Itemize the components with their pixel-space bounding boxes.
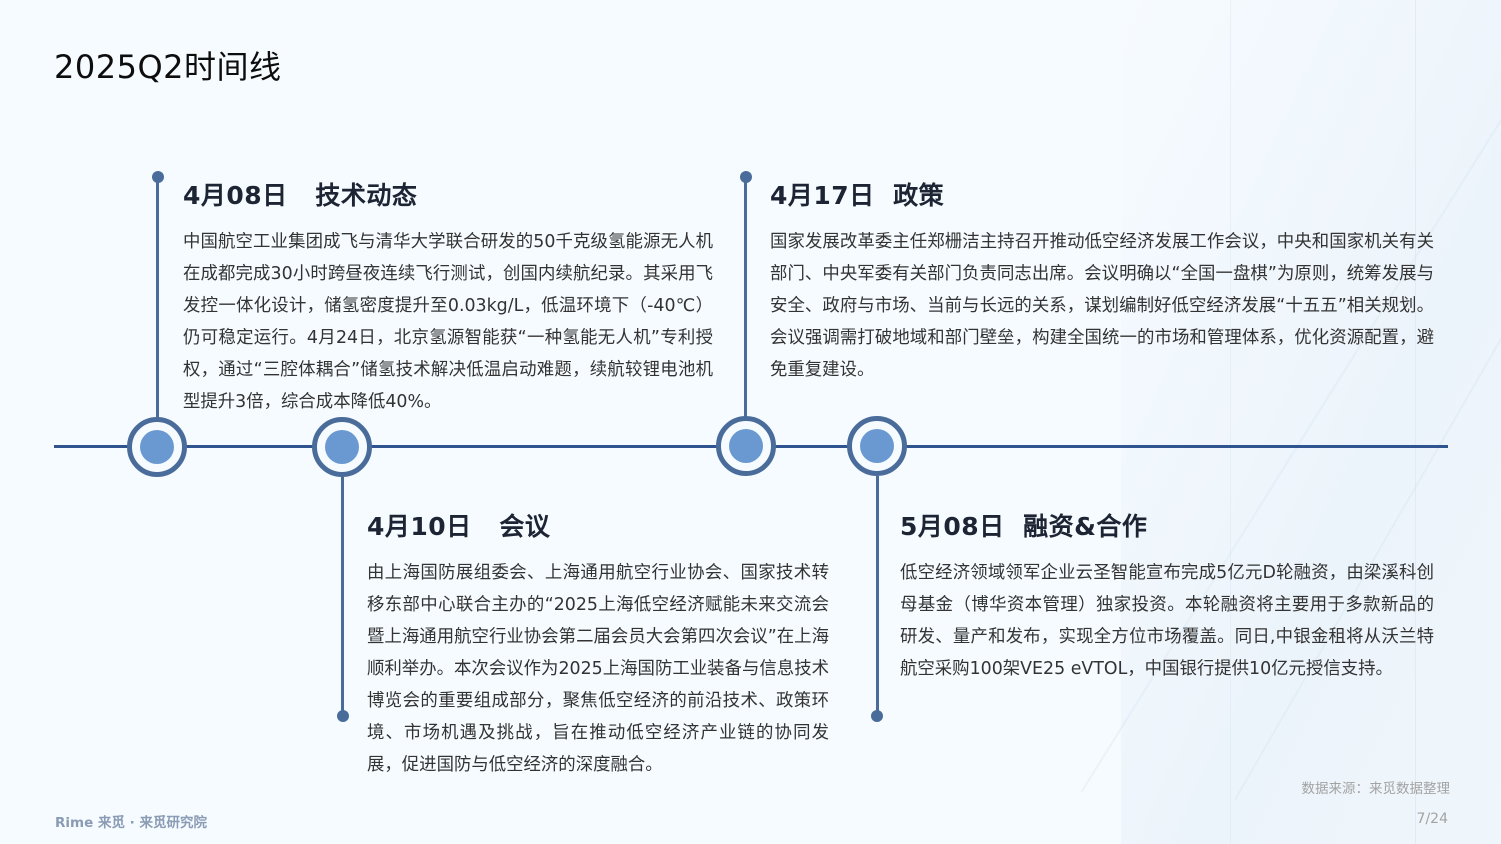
- timeline-event-2: 4月10日 会议 由上海国防展组委会、上海通用航空行业协会、国家技术转移东部中心…: [367, 507, 829, 781]
- timeline-node-4: [847, 416, 907, 476]
- brand-logo: Rime 来觅 · 来觅研究院: [55, 815, 207, 831]
- event-date: 4月08日: [183, 181, 288, 210]
- event-heading: 5月08日 融资&合作: [900, 507, 1434, 543]
- event-description: 国家发展改革委主任郑栅洁主持召开推动低空经济发展工作会议，中央和国家机关有关部门…: [770, 232, 1434, 380]
- timeline-node-2: [312, 417, 372, 477]
- timeline-node-3: [716, 416, 776, 476]
- event-description: 由上海国防展组委会、上海通用航空行业协会、国家技术转移东部中心联合主办的“202…: [367, 563, 829, 775]
- event-description: 中国航空工业集团成飞与清华大学联合研发的50千克级氢能源无人机在成都完成30小时…: [183, 232, 713, 412]
- timeline-event-4: 5月08日 融资&合作 低空经济领域领军企业云圣智能宣布完成5亿元D轮融资，由梁…: [900, 507, 1434, 685]
- node-dot-icon: [325, 430, 359, 464]
- event-category: 会议: [499, 512, 551, 541]
- event-category: 融资&合作: [1023, 512, 1148, 541]
- event-date: 4月10日: [367, 512, 472, 541]
- timeline-stem: [341, 477, 344, 715]
- node-dot-icon: [860, 429, 894, 463]
- event-date: 4月17日: [770, 181, 875, 210]
- event-heading: 4月10日 会议: [367, 507, 829, 543]
- event-date: 5月08日: [900, 512, 1005, 541]
- background-decoration: [1415, 0, 1416, 844]
- background-decoration: [1230, 0, 1231, 844]
- timeline-stem: [744, 177, 747, 417]
- event-heading: 4月08日 技术动态: [183, 176, 713, 212]
- timeline-event-3: 4月17日 政策 国家发展改革委主任郑栅洁主持召开推动低空经济发展工作会议，中央…: [770, 176, 1434, 386]
- stem-cap-dot: [871, 710, 883, 722]
- page-number: 7/24: [1416, 811, 1448, 827]
- event-category: 政策: [893, 181, 945, 210]
- background-decoration: [1121, 0, 1501, 844]
- data-source-note: 数据来源：来觅数据整理: [1301, 781, 1451, 797]
- stem-cap-dot: [337, 710, 349, 722]
- event-heading: 4月17日 政策: [770, 176, 1434, 212]
- event-description: 低空经济领域领军企业云圣智能宣布完成5亿元D轮融资，由梁溪科创母基金（博华资本管…: [900, 563, 1434, 679]
- timeline-stem: [156, 177, 159, 417]
- node-dot-icon: [729, 429, 763, 463]
- event-category: 技术动态: [315, 181, 418, 210]
- timeline-event-1: 4月08日 技术动态 中国航空工业集团成飞与清华大学联合研发的50千克级氢能源无…: [183, 176, 713, 418]
- page-title: 2025Q2时间线: [54, 48, 282, 86]
- timeline-stem: [876, 476, 879, 716]
- timeline-node-1: [127, 417, 187, 477]
- node-dot-icon: [140, 430, 174, 464]
